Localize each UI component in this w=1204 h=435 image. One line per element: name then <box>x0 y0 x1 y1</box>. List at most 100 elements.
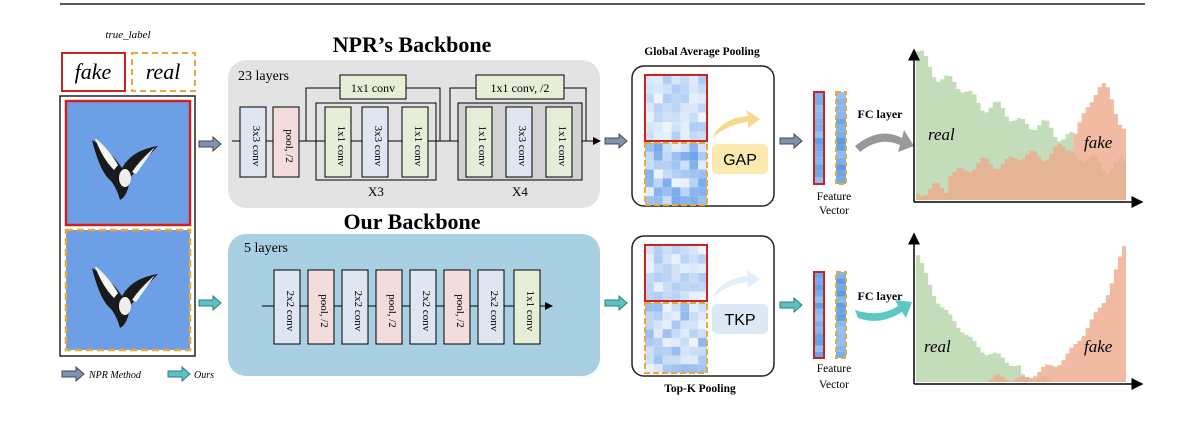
vector-cell <box>836 92 846 99</box>
gap-title: Global Average Pooling <box>644 46 760 58</box>
vector-cell <box>836 345 846 352</box>
fc-curve-arrow-bot-icon <box>855 300 912 321</box>
vector-cell <box>814 131 824 138</box>
feature-cell <box>698 75 707 85</box>
npr-block-label-0: 3x3 conv <box>250 126 262 167</box>
feature-cell <box>645 75 654 85</box>
feature-cell <box>680 151 690 161</box>
real-label-text: real <box>146 59 181 84</box>
feature-cell <box>689 311 699 321</box>
npr-block-2 <box>324 106 352 178</box>
vector-cell <box>836 177 846 184</box>
feature-cell <box>689 84 699 94</box>
npr-block-label-5: 1x1 conv <box>476 126 488 167</box>
vector-cell <box>836 105 846 112</box>
feature-cell <box>680 84 690 94</box>
feature-cell <box>671 160 681 170</box>
feature-cell <box>662 93 672 104</box>
feature-cell <box>689 320 699 330</box>
tkp-real-border <box>644 302 708 374</box>
npr-repeat-x3: X3 <box>368 184 384 199</box>
feature-cell <box>680 273 690 283</box>
npr-repeat-x4: X4 <box>512 184 528 199</box>
feature-cell <box>671 329 681 338</box>
feature-cell <box>645 84 654 94</box>
vector-cell <box>836 118 846 125</box>
feature-cell <box>662 178 672 188</box>
true-label-caption: true_label <box>105 29 150 41</box>
gap-real-border <box>644 142 708 206</box>
npr-block-label-6: 3x3 conv <box>516 126 528 167</box>
feature-cell <box>653 263 663 273</box>
fc-curve-arrow-top-icon <box>855 130 914 152</box>
feature-cell <box>645 364 654 373</box>
vector-cell <box>836 131 846 138</box>
feature-cell <box>653 311 663 321</box>
vector-cell <box>814 339 824 346</box>
feature-cell <box>680 160 690 170</box>
feature-cell <box>698 263 707 273</box>
npr-block-label-4: 1x1 conv <box>412 126 424 167</box>
feature-cell <box>698 151 707 161</box>
feature-cell <box>662 143 672 152</box>
ours-histogram <box>916 246 1126 382</box>
feature-cell <box>698 346 707 356</box>
ours-block-7 <box>513 269 541 345</box>
feature-cell <box>680 311 690 321</box>
feature-cell <box>653 346 663 356</box>
feature-cell <box>671 84 681 94</box>
feature-cell <box>671 131 681 141</box>
real-label-box <box>131 52 196 92</box>
feature-cell <box>680 93 690 104</box>
feature-cell <box>662 196 672 205</box>
feature-cell <box>680 320 690 330</box>
vector-cell <box>814 98 824 106</box>
vector-cell <box>836 157 846 165</box>
ours-block-label-3: pool, /2 <box>386 294 398 328</box>
feature-cell <box>653 291 663 301</box>
vector-cell <box>836 296 846 303</box>
npr-arrow-icon <box>61 365 85 383</box>
feature-cell <box>680 355 690 365</box>
fake-label-text: fake <box>75 59 112 84</box>
ours-block-3 <box>375 269 403 345</box>
feature-cell <box>698 245 707 255</box>
feature-cell <box>653 355 663 365</box>
feature-cell <box>671 169 681 179</box>
feature-cell <box>671 273 681 283</box>
npr-block-5 <box>465 106 493 178</box>
feature-cell <box>645 103 654 113</box>
feature-cell <box>653 338 663 347</box>
npr-input-arrow-icon <box>198 135 222 153</box>
vector-cell <box>836 164 846 171</box>
vector-cell <box>836 315 846 322</box>
feature-cell <box>680 329 690 338</box>
vector-border <box>813 91 825 185</box>
feature-cell <box>653 112 663 123</box>
feature-cell <box>662 131 672 141</box>
feature-cell <box>653 329 663 338</box>
vector-cell <box>836 124 846 132</box>
ours-block-0 <box>273 269 301 345</box>
bird-icon-real <box>92 266 158 328</box>
vector-cell <box>814 164 824 171</box>
tkp-curve-arrow-icon <box>712 270 760 298</box>
ours-backbone-title: Our Backbone <box>343 209 480 234</box>
npr-to-feature-arrow-icon <box>779 132 803 150</box>
fake-label-box <box>61 52 126 92</box>
feature-cell <box>689 329 699 338</box>
feature-cell <box>671 254 681 264</box>
feature-cell <box>671 151 681 161</box>
feature-cell <box>680 196 690 205</box>
vector-cell <box>814 302 824 309</box>
vector-cell <box>814 308 824 315</box>
feature-cell <box>662 346 672 356</box>
feature-cell <box>698 291 707 301</box>
gap-label-box <box>712 144 768 174</box>
feature-cell <box>653 320 663 330</box>
feature-cell <box>662 329 672 338</box>
feature-cell <box>653 282 663 292</box>
feature-cell <box>698 364 707 373</box>
feature-cell <box>689 364 699 373</box>
